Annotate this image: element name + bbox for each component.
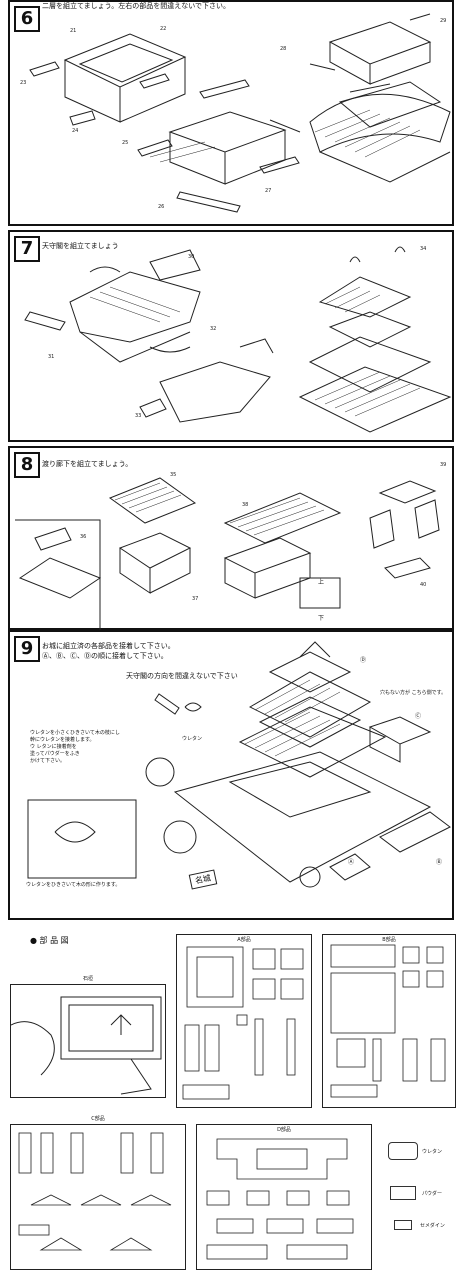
part-number-label: 35 (170, 472, 176, 478)
part-number-label: 34 (420, 246, 426, 252)
part-number-label: 22 (160, 26, 166, 32)
step-8-caption: 渡り廊下を組立てましょう。 (42, 460, 133, 468)
step-9-panel: 9 お城に組立済の各部品を接着して下さい。 Ⓐ、Ⓑ、Ⓒ、Ⓓの順に接着して下さい。… (8, 630, 454, 920)
part-number-label: 37 (192, 596, 198, 602)
parts-sheet-c: C部品 (10, 1116, 186, 1270)
stone-wall-base-diagram (11, 996, 162, 1095)
orientation-label-bottom: 下 (318, 615, 324, 622)
part-number-label: 30 (188, 254, 194, 260)
part-number-label: 23 (20, 80, 26, 86)
marker-d: Ⓓ (360, 656, 366, 664)
urethane-instructions: ウレタンを小さくひきさいて木の枝にし 幹にウレタンを接着します。 ウ レタンに接… (30, 730, 120, 764)
parts-sheet-a: A部品 (176, 934, 312, 1108)
urethane-package (388, 1142, 418, 1160)
part-number-label: 28 (280, 46, 286, 52)
sheet-label: A部品 (237, 937, 251, 943)
step-9-caption: お城に組立済の各部品を接着して下さい。 (42, 642, 175, 650)
sheet-label: 石垣 (82, 976, 93, 982)
part-number-label: 36 (80, 534, 86, 540)
urethane-package-label: ウレタン (422, 1149, 443, 1155)
part-number-label: 31 (48, 354, 54, 360)
parts-sheet-c-outlines (18, 1132, 172, 1251)
step-6-panel: 6 二層を組立てましょう。左右の部品を間違えないで下さい。 (8, 0, 454, 226)
step-9-caption-order: Ⓐ、Ⓑ、Ⓒ、Ⓓの順に接着して下さい。 (42, 652, 168, 660)
marker-b: Ⓑ (436, 858, 442, 866)
orientation-label-top: 上 (318, 578, 324, 586)
part-number-label: 24 (72, 128, 78, 134)
powder-package-label: パウダー (422, 1191, 443, 1197)
powder-package (390, 1186, 416, 1200)
step-9-number: 9 (14, 636, 40, 662)
parts-sheet-d-outlines (206, 1138, 354, 1260)
part-number-label: 39 (440, 462, 446, 468)
parts-sheet-a-outlines (182, 946, 304, 1100)
tree-note: ウレタンをひきさいて木の形に作ります。 (26, 882, 121, 888)
part-number-label: 38 (242, 502, 248, 508)
parts-sheet-b-outlines (330, 944, 446, 1098)
glue-tube-label: セメダイン (420, 1223, 445, 1229)
marker-a: Ⓐ (348, 858, 354, 866)
part-number-label: 26 (158, 204, 164, 210)
sheet-label: B部品 (382, 937, 396, 943)
sheet-label: D部品 (277, 1127, 291, 1133)
part-number-label: 40 (420, 582, 426, 588)
part-number-label: 33 (135, 413, 141, 419)
direction-note: 天守閣の方向を間違えないで下さい (126, 672, 238, 680)
part-number-label: 32 (210, 326, 216, 332)
step-8-number: 8 (14, 452, 40, 478)
part-number-label: 27 (265, 188, 271, 194)
step-8-panel: 8 渡り廊下を組立てましょう。 上 下 (8, 446, 454, 632)
step-9-diagram: Ⓐ Ⓑ Ⓒ Ⓓ (27, 641, 451, 888)
eave-note: 穴もない方が こちら側です。 (380, 690, 447, 696)
step-7-number: 7 (14, 236, 40, 262)
sheet-label: C部品 (91, 1116, 105, 1122)
parts-list-title: ● 部 品 図 (30, 936, 69, 945)
step-7-panel: 7 天守閣を組立てましょう 30 31 32 (8, 230, 454, 442)
step-6-number: 6 (14, 6, 40, 32)
step-6-diagram: 21 22 23 24 25 26 27 28 29 (20, 13, 451, 213)
parts-sheet-b: B部品 (322, 934, 456, 1108)
step-7-caption: 天守閣を組立てましょう (42, 242, 119, 250)
step-6-caption: 二層を組立てましょう。左右の部品を間違えないで下さい。 (42, 2, 231, 10)
marker-c: Ⓒ (415, 712, 421, 720)
part-number-label: 21 (70, 28, 76, 34)
urethane-label: ウレタン (182, 736, 203, 742)
parts-sheet-d: D部品 (196, 1124, 372, 1270)
step-8-diagram: 上 下 35 36 37 38 39 40 (15, 462, 446, 632)
glue-tube (394, 1220, 412, 1230)
part-number-label: 25 (122, 140, 128, 146)
parts-sheet-stone-wall: 石垣 (10, 976, 166, 1098)
part-number-label: 29 (440, 18, 446, 24)
step-7-diagram: 30 31 32 33 34 (24, 246, 452, 433)
